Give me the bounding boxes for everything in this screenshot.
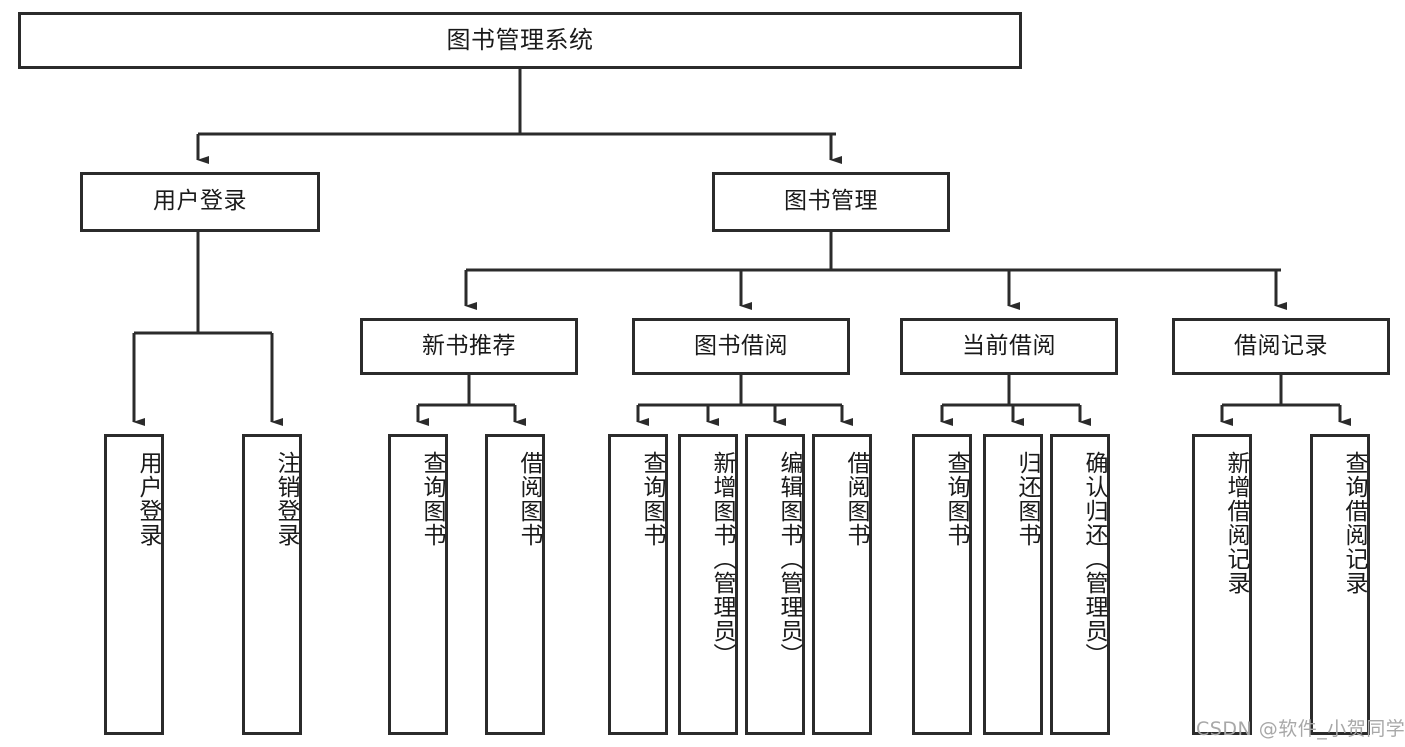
leaf-add-book-admin[interactable]: 新增图书（管理员） xyxy=(678,434,738,735)
node-label: 图书管理 xyxy=(784,188,878,215)
node-label: 新增借阅记录 xyxy=(1223,451,1249,595)
leaf-query-borrow-record[interactable]: 查询借阅记录 xyxy=(1310,434,1370,735)
node-label: 新增图书（管理员） xyxy=(709,451,735,667)
leaf-query-book-1[interactable]: 查询图书 xyxy=(388,434,448,735)
node-label: 归还图书 xyxy=(1014,451,1040,547)
node-label: 查询图书 xyxy=(943,451,969,547)
node-user-login[interactable]: 用户登录 xyxy=(80,172,320,232)
leaf-query-book-2[interactable]: 查询图书 xyxy=(608,434,668,735)
node-label: 当前借阅 xyxy=(962,332,1056,359)
node-label: 借阅记录 xyxy=(1234,332,1328,359)
node-label: 查询图书 xyxy=(639,451,665,547)
node-label: 借阅图书 xyxy=(843,451,869,547)
node-label: 编辑图书（管理员） xyxy=(776,451,802,667)
node-new-book-recommend[interactable]: 新书推荐 xyxy=(360,318,578,375)
node-label: 确认归还（管理员） xyxy=(1081,451,1107,667)
node-current-borrow[interactable]: 当前借阅 xyxy=(900,318,1118,375)
leaf-confirm-return-admin[interactable]: 确认归还（管理员） xyxy=(1050,434,1110,735)
leaf-add-borrow-record[interactable]: 新增借阅记录 xyxy=(1192,434,1252,735)
node-label: 注销登录 xyxy=(273,451,299,547)
node-label: 图书管理系统 xyxy=(446,26,594,55)
node-book-borrow[interactable]: 图书借阅 xyxy=(632,318,850,375)
node-label: 图书借阅 xyxy=(694,332,788,359)
node-root-system[interactable]: 图书管理系统 xyxy=(18,12,1022,69)
node-borrow-record[interactable]: 借阅记录 xyxy=(1172,318,1390,375)
node-book-manage[interactable]: 图书管理 xyxy=(712,172,950,232)
node-label: 用户登录 xyxy=(135,451,161,547)
leaf-borrow-book-1[interactable]: 借阅图书 xyxy=(485,434,545,735)
leaf-query-book-3[interactable]: 查询图书 xyxy=(912,434,972,735)
node-label: 新书推荐 xyxy=(422,332,516,359)
leaf-borrow-book-2[interactable]: 借阅图书 xyxy=(812,434,872,735)
node-label: 用户登录 xyxy=(153,188,247,215)
node-label: 借阅图书 xyxy=(516,451,542,547)
csdn-watermark: CSDN @软件_小贺同学 xyxy=(1196,718,1405,740)
leaf-logout[interactable]: 注销登录 xyxy=(242,434,302,735)
leaf-user-login[interactable]: 用户登录 xyxy=(104,434,164,735)
node-label: 查询图书 xyxy=(419,451,445,547)
leaf-edit-book-admin[interactable]: 编辑图书（管理员） xyxy=(745,434,805,735)
leaf-return-book[interactable]: 归还图书 xyxy=(983,434,1043,735)
node-label: 查询借阅记录 xyxy=(1341,451,1367,595)
